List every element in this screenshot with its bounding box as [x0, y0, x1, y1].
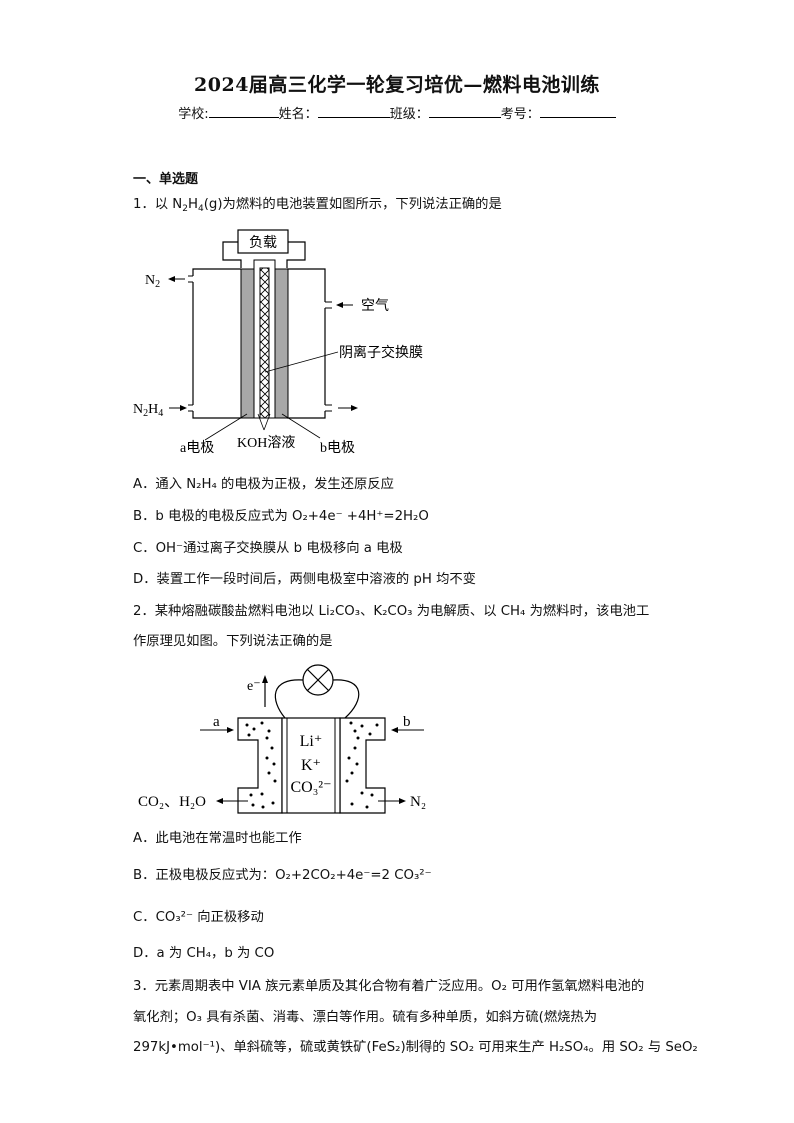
name-label: 姓名： — [278, 107, 318, 122]
name-field[interactable] — [317, 105, 390, 118]
q1-option-d[interactable]: D．装置工作一段时间后，两侧电极室中溶液的 pH 均不变 — [133, 572, 476, 587]
exam-number-field[interactable] — [539, 105, 616, 118]
q2-option-a[interactable]: A．此电池在常温时也能工作 — [133, 831, 302, 846]
question-3-line3: 297kJ•mol⁻¹)、单斜硫等，硫或黄铁矿(FeS₂)制得的 SO₂ 可用来… — [133, 1040, 698, 1055]
question-3-line1: 3．元素周期表中 VIA 族元素单质及其化合物有着广泛应用。O₂ 可用作氢氧燃料… — [133, 979, 645, 994]
q1-option-a[interactable]: A．通入 N₂H₄ 的电极为正极，发生还原反应 — [133, 477, 394, 492]
class-field[interactable] — [428, 105, 501, 118]
class-label: 班级： — [389, 107, 429, 122]
document-title: 2024届高三化学一轮复习培优—燃料电池训练 — [194, 74, 600, 96]
school-label: 学校: — [178, 107, 209, 122]
student-info-row: 学校: 姓名： 班级： 考号： — [0, 103, 794, 122]
q1-option-c[interactable]: C．OH⁻通过离子交换膜从 b 电极移向 a 电极 — [133, 541, 403, 556]
ion-co3-label: CO₃²⁻ — [290, 779, 331, 796]
electron-label: e⁻ — [247, 679, 261, 694]
fuel-cell-diagram-2: e⁻ Li⁺ K⁺ CO₃²⁻ a b — [138, 664, 426, 814]
air-inlet-label: 空气 — [361, 298, 389, 314]
question-1-stem: 1．以 N2H4(g)为燃料的电池装置如图所示，下列说法正确的是 — [133, 197, 502, 214]
question-2-stem-line2: 作原理见如图。下列说法正确的是 — [133, 634, 333, 649]
n2-outlet-label: N2 — [145, 273, 160, 290]
koh-solution-label: KOH溶液 — [237, 435, 295, 451]
fuel-cell-diagram-1: 负载 N2 空气 N2H4 — [133, 229, 423, 456]
ion-li-label: Li⁺ — [300, 733, 323, 750]
school-field[interactable] — [208, 105, 279, 118]
question-3-line2: 氧化剂；O₃ 具有杀菌、消毒、漂白等作用。硫有多种单质，如斜方硫(燃烧热为 — [133, 1010, 598, 1025]
electrode-a-label: a电极 — [180, 440, 214, 456]
inlet-b-label: b — [403, 714, 411, 730]
section-heading: 一、单选题 — [133, 172, 199, 187]
load-label: 负载 — [249, 235, 277, 251]
n2h4-inlet-label: N2H4 — [133, 402, 163, 419]
inlet-a-label: a — [213, 714, 220, 730]
outlet-left-label: CO₂、H₂O — [138, 794, 206, 810]
exam-number-label: 考号： — [500, 107, 540, 122]
q1-option-b[interactable]: B．b 电极的电极反应式为 O₂+4e⁻ +4H⁺=2H₂O — [133, 509, 429, 524]
q2-option-b[interactable]: B．正极电极反应式为：O₂+2CO₂+4e⁻=2 CO₃²⁻ — [133, 868, 432, 883]
q2-option-c[interactable]: C．CO₃²⁻ 向正极移动 — [133, 910, 264, 925]
membrane-label: 阴离子交换膜 — [339, 344, 423, 361]
outlet-right-label: N₂ — [410, 794, 426, 810]
electrode-b-label: b电极 — [320, 440, 355, 456]
question-2-stem-line1: 2．某种熔融碳酸盐燃料电池以 Li₂CO₃、K₂CO₃ 为电解质、以 CH₄ 为… — [133, 604, 650, 619]
q2-option-d[interactable]: D．a 为 CH₄，b 为 CO — [133, 946, 275, 961]
ion-k-label: K⁺ — [301, 757, 321, 774]
